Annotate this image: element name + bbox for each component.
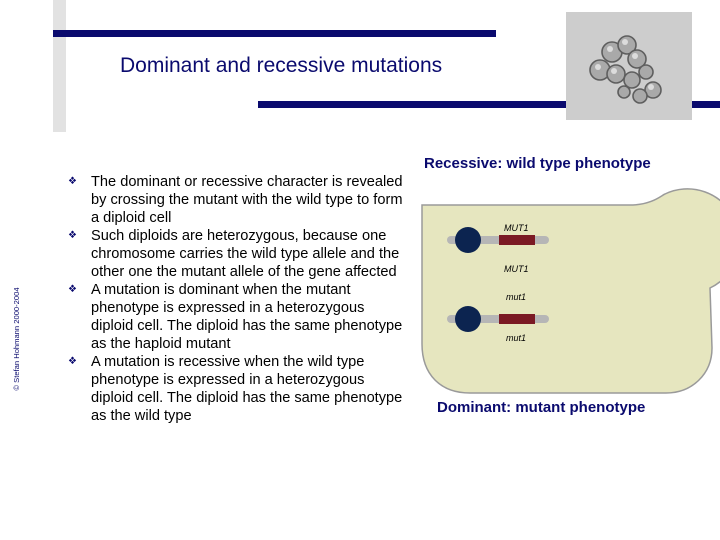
bullet-text: The dominant or recessive character is r… [91, 174, 403, 226]
chromosome-top [447, 227, 549, 253]
square-bullet-icon: ❖ [68, 284, 77, 295]
bullet-text: A mutation is dominant when the mutant p… [91, 282, 403, 352]
bullet-list: ❖ The dominant or recessive character is… [64, 173, 404, 425]
diploid-cell-diagram: MUT1 MUT1 mut1 mut1 [412, 180, 720, 395]
slide-title: Dominant and recessive mutations [120, 54, 443, 77]
bullet-item: ❖ Such diploids are heterozygous, becaus… [64, 227, 404, 281]
bullet-text: A mutation is recessive when the wild ty… [91, 354, 403, 424]
copyright-notice: © Stefan Hohmann 2000-2004 [12, 287, 21, 391]
allele-label-mutant: mut1 [506, 292, 527, 302]
yeast-cells-photo [566, 12, 692, 120]
bullet-item: ❖ The dominant or recessive character is… [64, 173, 404, 227]
square-bullet-icon: ❖ [68, 176, 77, 187]
allele-label-mutant: mut1 [506, 333, 527, 343]
title-bottom-bar [258, 101, 720, 108]
bullet-item: ❖ A mutation is dominant when the mutant… [64, 281, 404, 353]
allele-label-wild-type: MUT1 [504, 223, 529, 233]
square-bullet-icon: ❖ [68, 356, 77, 367]
dominant-heading: Dominant: mutant phenotype [437, 399, 646, 416]
left-grey-strip [53, 0, 66, 132]
diploid-cell [421, 188, 720, 394]
recessive-heading: Recessive: wild type phenotype [424, 155, 651, 172]
square-bullet-icon: ❖ [68, 230, 77, 241]
chromosome-bottom [447, 306, 549, 332]
title-top-bar [53, 30, 496, 37]
bullet-text: Such diploids are heterozygous, because … [91, 228, 400, 280]
allele-label-wild-type: MUT1 [504, 264, 529, 274]
bullet-item: ❖ A mutation is recessive when the wild … [64, 353, 404, 425]
